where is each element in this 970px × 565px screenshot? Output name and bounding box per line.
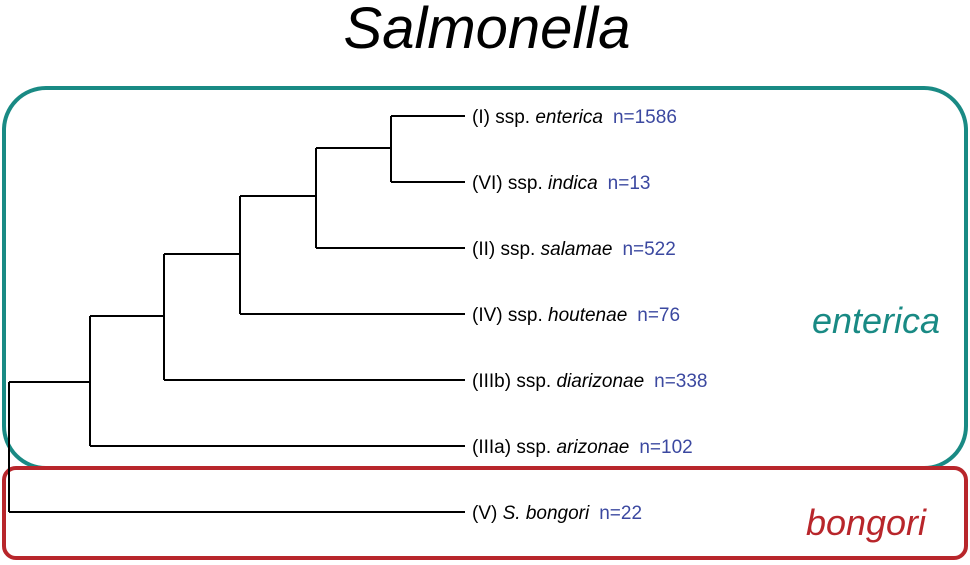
leaf-name: arizonae [556, 437, 629, 458]
leaf-label: (IV) ssp. houtenae n=76 [472, 305, 680, 326]
enterica-group-box [2, 86, 968, 470]
bongori-group-box [2, 466, 968, 560]
leaf-name: houtenae [548, 305, 627, 326]
leaf-label: (II) ssp. salamae n=522 [472, 239, 676, 260]
leaf-name: enterica [535, 107, 603, 128]
leaf-prefix: (V) [472, 503, 503, 524]
tree-branches [8, 115, 465, 513]
leaf-name: diarizonae [556, 371, 644, 392]
leaf-prefix: (II) ssp. [472, 239, 541, 260]
leaf-label: (IIIb) ssp. diarizonae n=338 [472, 371, 708, 392]
leaf-label: (V) S. bongori n=22 [472, 503, 642, 524]
leaf-prefix: (IV) ssp. [472, 305, 548, 326]
leaf-prefix: (I) ssp. [472, 107, 535, 128]
leaf-name: S. bongori [503, 503, 590, 524]
leaf-name: indica [548, 173, 598, 194]
leaf-count: n=76 [637, 305, 680, 326]
leaf-count: n=338 [654, 371, 707, 392]
leaf-count: n=22 [599, 503, 642, 524]
leaf-count: n=102 [639, 437, 692, 458]
leaf-prefix: (VI) ssp. [472, 173, 548, 194]
leaf-count: n=1586 [613, 107, 677, 128]
leaf-labels: (I) ssp. enterica n=1586 (VI) ssp. indica… [472, 107, 708, 524]
figure-title: Salmonella [344, 0, 631, 61]
leaf-prefix: (IIIa) ssp. [472, 437, 556, 458]
leaf-label: (IIIa) ssp. arizonae n=102 [472, 437, 693, 458]
leaf-name: salamae [541, 239, 613, 260]
leaf-label: (VI) ssp. indica n=13 [472, 173, 650, 194]
enterica-group-label: enterica [812, 300, 940, 341]
leaf-count: n=13 [608, 173, 651, 194]
bongori-group-label: bongori [806, 502, 927, 543]
leaf-label: (I) ssp. enterica n=1586 [472, 107, 677, 128]
leaf-prefix: (IIIb) ssp. [472, 371, 556, 392]
leaf-count: n=522 [622, 239, 675, 260]
